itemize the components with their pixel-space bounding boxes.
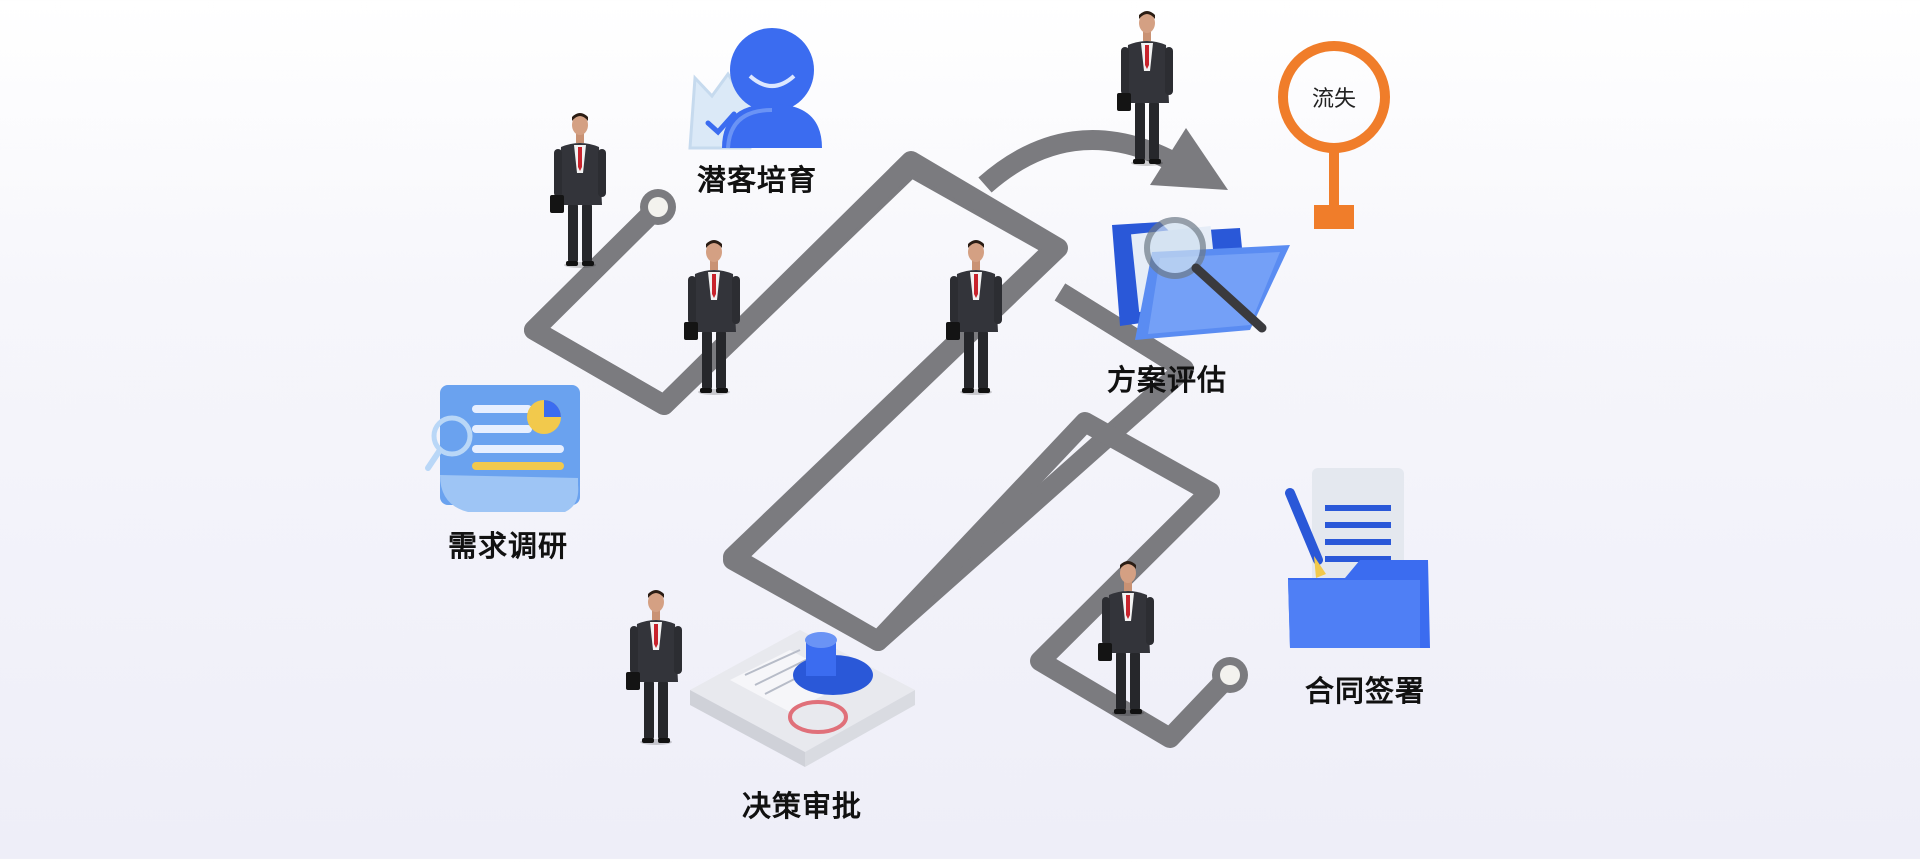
approval-stamp-icon bbox=[690, 630, 915, 767]
stage-label-approve: 决策审批 bbox=[741, 789, 863, 823]
route bbox=[524, 128, 1248, 748]
stage-label-contract: 合同签署 bbox=[1304, 674, 1426, 708]
salesperson-figure bbox=[550, 113, 606, 268]
research-document-icon bbox=[425, 385, 580, 512]
stage-label-research: 需求调研 bbox=[447, 529, 569, 563]
lost-marker bbox=[1278, 41, 1390, 229]
stage-label-evaluate: 方案评估 bbox=[1106, 363, 1228, 397]
arrow-head-icon bbox=[1150, 128, 1228, 190]
lost-label: 流失 bbox=[1311, 87, 1357, 112]
stage-label-nurture: 潜客培育 bbox=[696, 163, 818, 197]
contract-folder-icon bbox=[1285, 468, 1430, 648]
user-crown-icon bbox=[688, 28, 822, 150]
salesperson-figure bbox=[626, 590, 682, 745]
folder-search-icon bbox=[1112, 217, 1290, 340]
